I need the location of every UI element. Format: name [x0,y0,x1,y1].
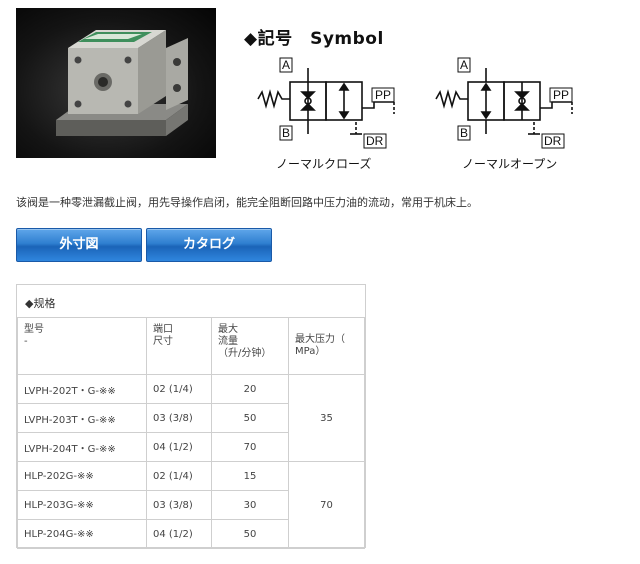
table-row: LVPH-202T・G-※※ 02 (1/4) 20 35 [17,374,365,462]
hydraulic-symbols: A B PP DR ノーマルクローズ A B PP DR ノーマルオープ [257,57,573,171]
normal-closed-label: ノーマルクローズ [276,156,371,171]
spec-table: 型号 - 端口 尺寸 最大 流量 （升/分钟） 最大压力（ MPa） LVPH-… [17,317,365,549]
valve-illustration [56,30,188,136]
normal-closed-symbol [257,68,395,135]
product-photo [16,8,216,158]
normal-open-symbol [435,68,573,135]
header-pressure: 最大压力（ MPa） [288,317,365,375]
port-b-label: B [282,126,290,140]
table-header-row: 型号 - 端口 尺寸 最大 流量 （升/分钟） 最大压力（ MPa） [17,317,365,375]
table-row: LVPH-204T・G-※※ 04 (1/2) 70 [17,432,365,462]
symbol-title: ◆記号 Symbol [244,29,384,49]
table-row: LVPH-203T・G-※※ 03 (3/8) 50 [17,403,365,433]
catalog-button[interactable]: カタログ [146,228,272,262]
table-row: HLP-202G-※※ 02 (1/4) 15 70 [17,461,365,549]
port-b-label-open: B [460,126,468,140]
port-a-label-open: A [460,58,468,72]
port-dr-label: DR [366,134,384,148]
product-description: 该阀是一种零泄漏截止阀，用先导操作启闭，能完全阻断回路中压力油的流动，常用于机床… [16,196,478,209]
port-pp-label-open: PP [553,88,569,102]
pressure-group-1: 35 [288,374,365,462]
spec-title: ◆规格 [25,297,56,310]
table-row: HLP-204G-※※ 04 (1/2) 50 [17,519,365,549]
header-port: 端口 尺寸 [146,317,212,375]
normal-open-label: ノーマルオープン [462,157,557,171]
port-a-label: A [282,58,290,72]
table-row: HLP-203G-※※ 03 (3/8) 30 [17,490,365,520]
port-dr-label-open: DR [544,134,562,148]
dimensions-button[interactable]: 外寸図 [16,228,142,262]
header-flow: 最大 流量 （升/分钟） [211,317,289,375]
header-model: 型号 - [17,317,147,375]
port-pp-label: PP [375,88,391,102]
pressure-group-2: 70 [288,461,365,549]
spec-panel: ◆规格 型号 - 端口 尺寸 最大 流量 （升/分钟） 最大压力（ MPa） L… [16,284,366,549]
